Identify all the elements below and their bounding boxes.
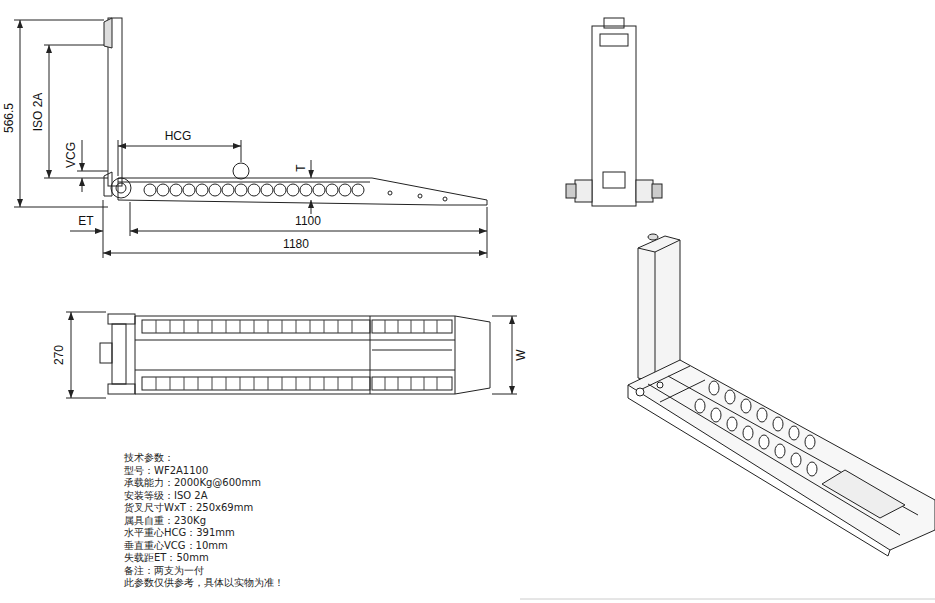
spec-note: 技术参数：	[123, 452, 175, 464]
dimension-label: 1100	[294, 215, 322, 228]
dimension-label: 270	[53, 344, 66, 366]
spec-note: 货叉尺寸WxT：250x69mm	[123, 502, 254, 514]
dimension-label: 1180	[282, 238, 310, 251]
dimension-label: 566.5	[3, 102, 16, 134]
spec-note: 属具自重：230Kg	[123, 515, 207, 527]
spec-note: 失载距ET：50mm	[123, 552, 210, 564]
spec-note: 型号：WF2A1100	[123, 465, 209, 477]
spec-note: 承载能力：2000Kg@600mm	[123, 477, 262, 489]
spec-note: 垂直重心VCG：10mm	[123, 540, 229, 552]
dimension-label: VCG	[65, 141, 78, 169]
dimension-label: HCG	[164, 130, 193, 143]
spec-note: 安装等级：ISO 2A	[123, 490, 209, 502]
spec-note: 备注：两支为一付	[123, 565, 205, 577]
spec-note: 此参数仅供参考，具体以实物为准！	[123, 577, 285, 589]
dimension-label: T	[295, 163, 308, 172]
dimension-label: ISO 2A	[32, 92, 45, 133]
spec-note: 水平重心HCG：391mm	[123, 527, 236, 539]
dimension-label: W	[515, 348, 528, 361]
dimension-label: ET	[77, 215, 94, 228]
